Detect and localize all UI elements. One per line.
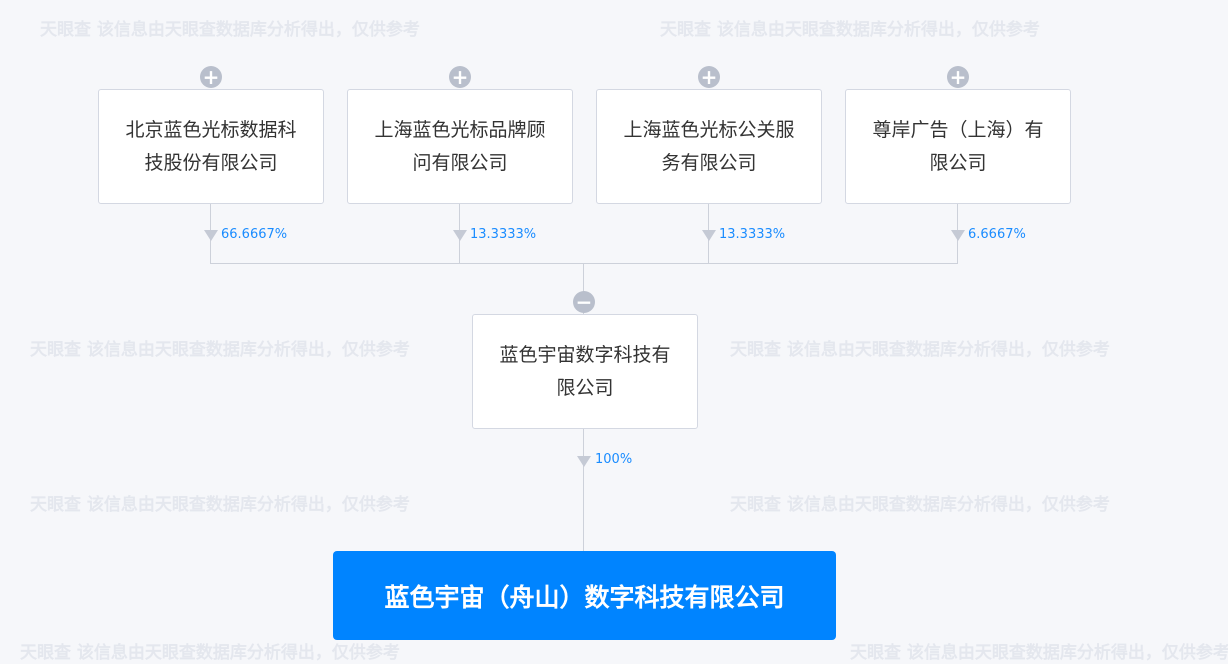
watermark: 天眼查 该信息由天眼查数据库分析得出，仅供参考	[730, 340, 1110, 360]
watermark: 天眼查 该信息由天眼查数据库分析得出，仅供参考	[30, 495, 410, 515]
expand-plus-icon[interactable]: +	[698, 66, 720, 88]
watermark: 天眼查 该信息由天眼查数据库分析得出，仅供参考	[660, 20, 1040, 40]
watermark: 天眼查 该信息由天眼查数据库分析得出，仅供参考	[730, 495, 1110, 515]
expand-plus-icon[interactable]: +	[200, 66, 222, 88]
shareholder-box[interactable]: 上海蓝色光标品牌顾问有限公司	[347, 89, 573, 204]
watermark: 天眼查 该信息由天眼查数据库分析得出，仅供参考	[30, 340, 410, 360]
arrow-down-icon	[453, 230, 467, 241]
arrow-down-icon	[204, 230, 218, 241]
watermark: 天眼查 该信息由天眼查数据库分析得出，仅供参考	[40, 20, 420, 40]
target-company-box[interactable]: 蓝色宇宙（舟山）数字科技有限公司	[333, 551, 836, 640]
shareholder-box[interactable]: 尊岸广告（上海）有限公司	[845, 89, 1071, 204]
expand-plus-icon[interactable]: +	[947, 66, 969, 88]
watermark: 天眼查 该信息由天眼查数据库分析得出，仅供参考	[20, 643, 400, 663]
watermark: 天眼查 该信息由天眼查数据库分析得出，仅供参考	[850, 643, 1228, 663]
expand-plus-icon[interactable]: +	[449, 66, 471, 88]
share-percent: 6.6667%	[968, 227, 1026, 242]
share-percent: 13.3333%	[470, 227, 537, 242]
arrow-down-icon	[702, 230, 716, 241]
arrow-down-icon	[577, 456, 591, 467]
share-percent: 13.3333%	[719, 227, 786, 242]
share-percent: 100%	[595, 452, 633, 467]
parent-company-box[interactable]: 蓝色宇宙数字科技有限公司	[472, 314, 698, 429]
shareholder-box[interactable]: 上海蓝色光标公关服务有限公司	[596, 89, 822, 204]
collapse-minus-icon[interactable]: −	[573, 291, 595, 313]
share-percent: 66.6667%	[221, 227, 288, 242]
shareholder-box[interactable]: 北京蓝色光标数据科技股份有限公司	[98, 89, 324, 204]
arrow-down-icon	[951, 230, 965, 241]
